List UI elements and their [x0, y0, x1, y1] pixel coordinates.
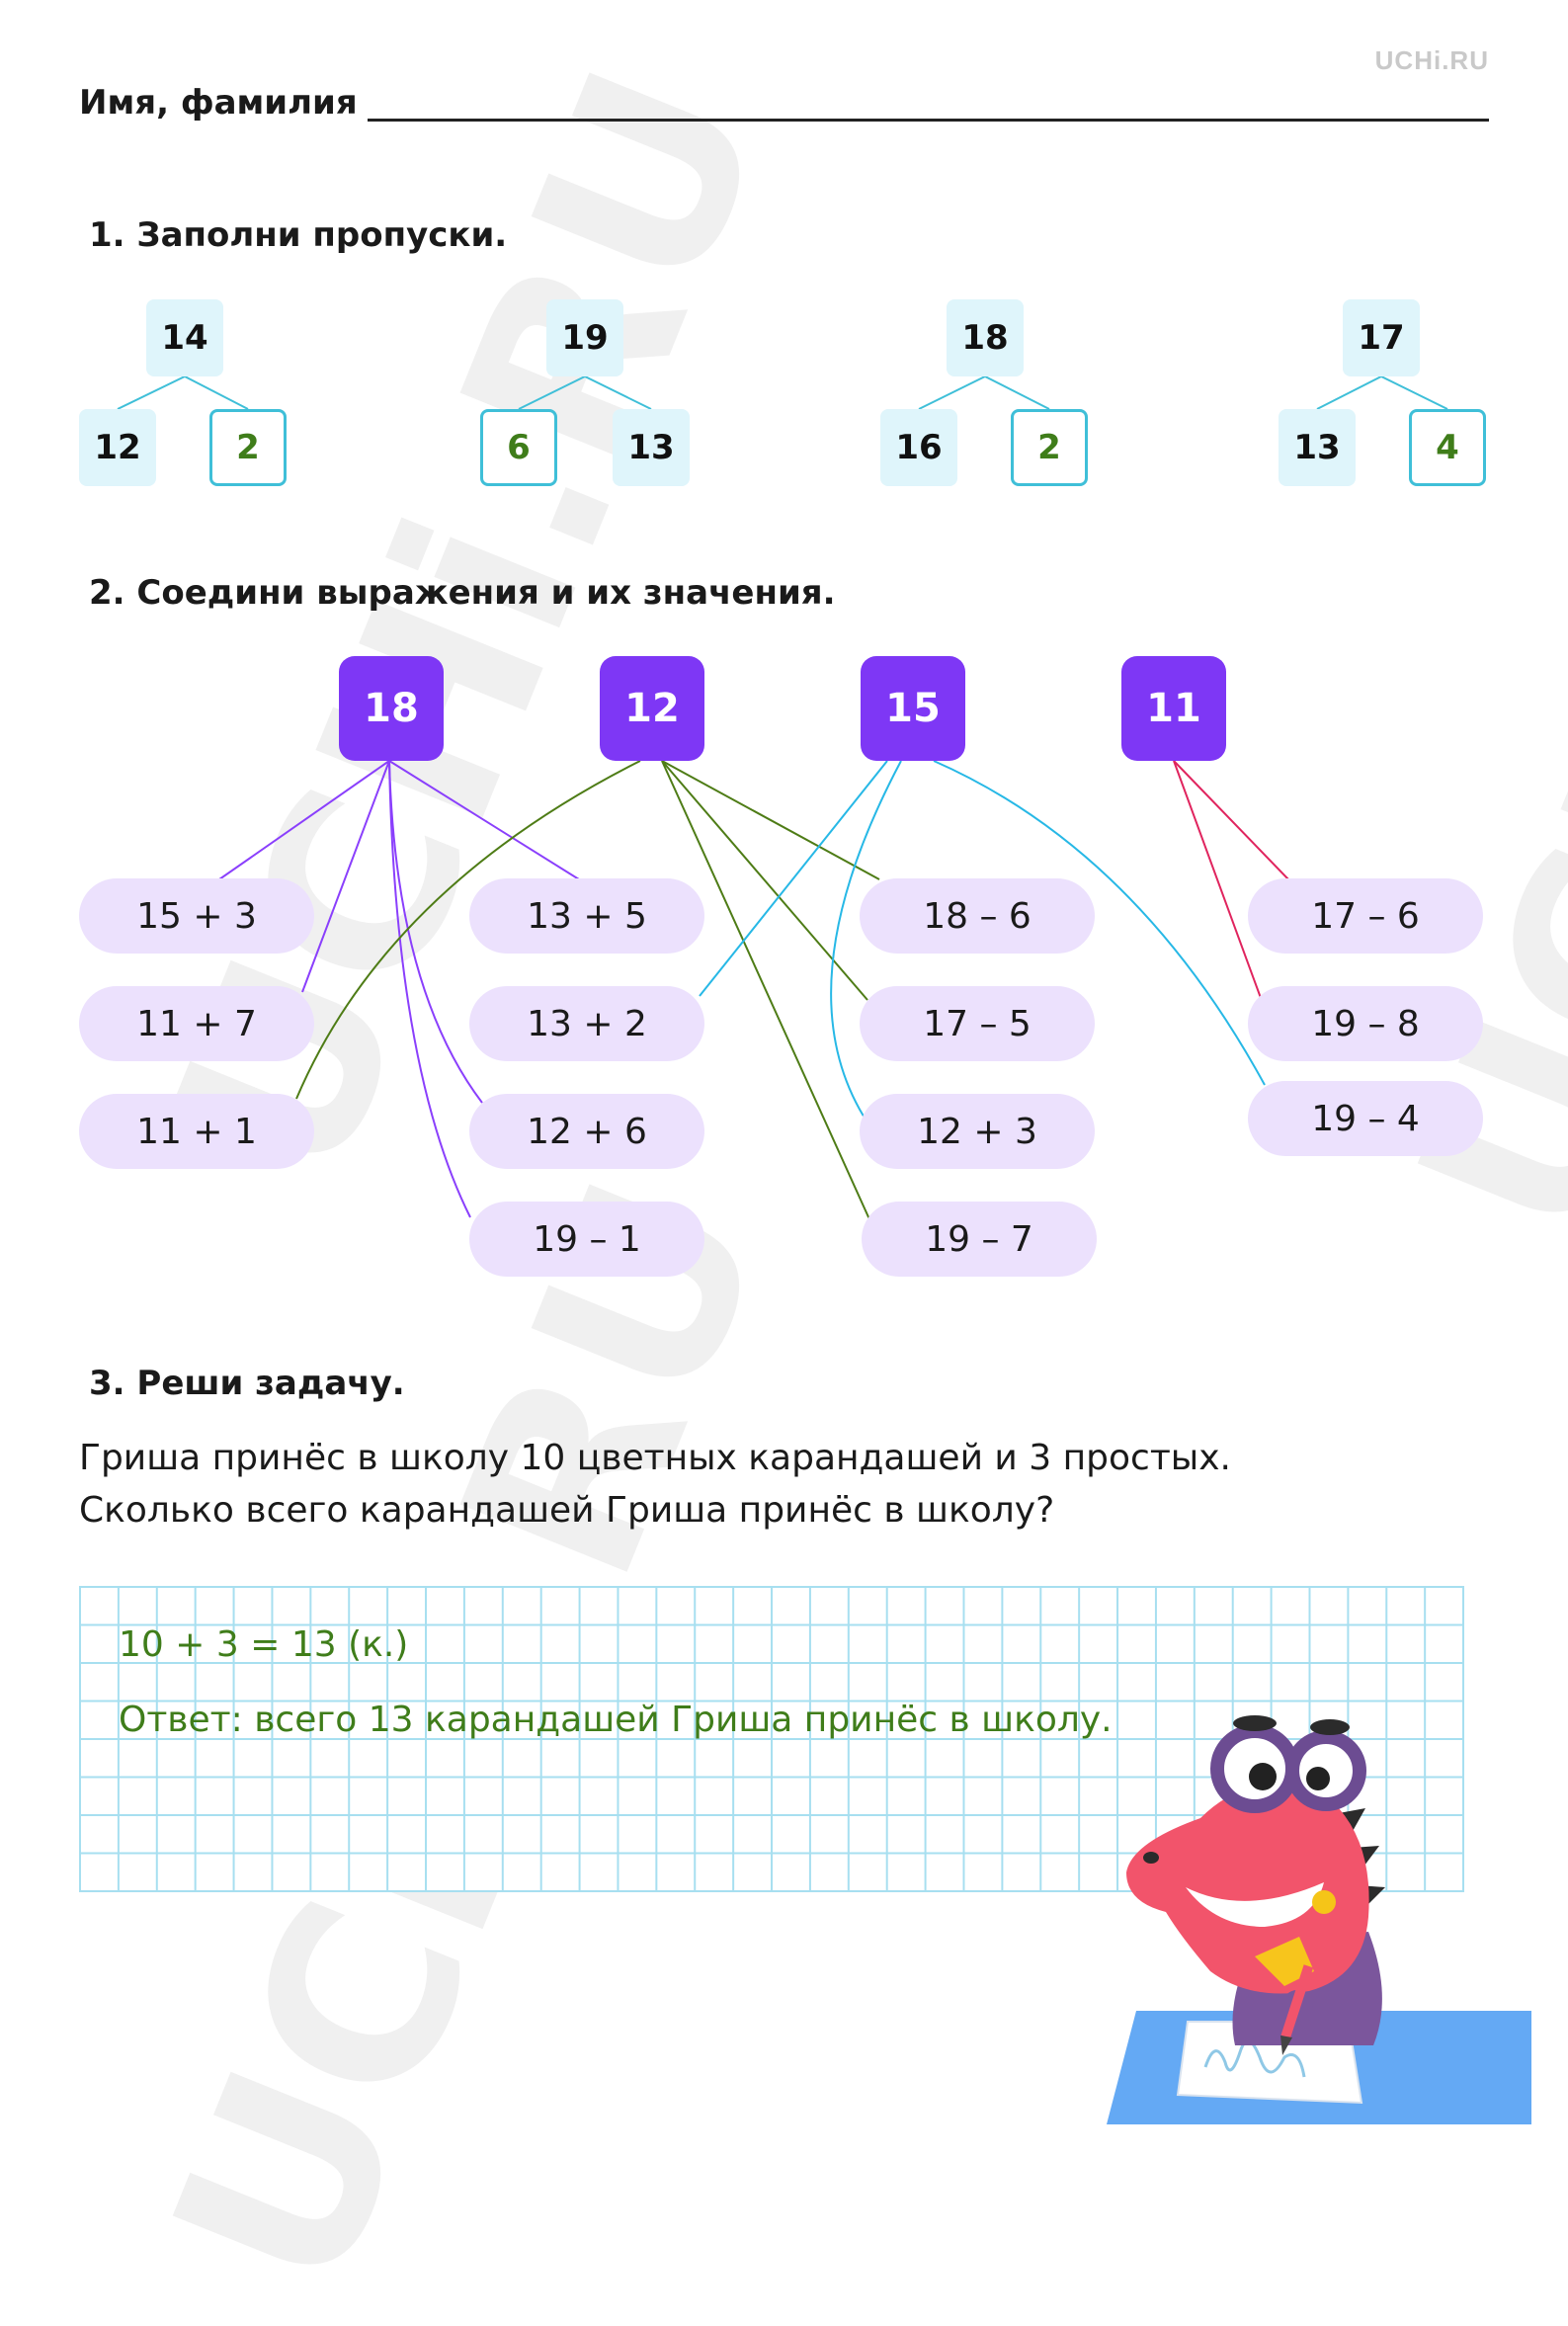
value-15[interactable]: 15 [861, 656, 965, 761]
name-input-line[interactable] [368, 119, 1489, 122]
expr-19minus8[interactable]: 19 – 8 [1248, 986, 1483, 1061]
tree-1-branch [117, 374, 249, 410]
task1-title: 1. Заполни пропуски. [89, 215, 508, 255]
tree-4-right-answer[interactable]: 4 [1409, 409, 1486, 486]
expr-13plus2[interactable]: 13 + 2 [469, 986, 704, 1061]
link-11-17minus6 [1173, 760, 1289, 880]
value-12[interactable]: 12 [600, 656, 704, 761]
value-11[interactable]: 11 [1121, 656, 1226, 761]
tree-1-right-answer[interactable]: 2 [209, 409, 287, 486]
link-18-11plus7 [301, 760, 390, 993]
expr-15plus3[interactable]: 15 + 3 [79, 878, 314, 954]
tree-3-top: 18 [947, 299, 1024, 376]
link-12-11plus1 [295, 760, 641, 1100]
tree-2-branch [518, 374, 652, 410]
link-12-17minus5 [661, 760, 868, 1001]
tree-1-left: 12 [79, 409, 156, 486]
tree-3-right-answer[interactable]: 2 [1011, 409, 1088, 486]
expr-17minus6[interactable]: 17 – 6 [1248, 878, 1483, 954]
task3-title: 3. Реши задачу. [89, 1364, 405, 1403]
task2-title: 2. Соедини выражения и их значения. [89, 573, 836, 613]
dino-mascot-illustration [1107, 1715, 1531, 2124]
expr-11plus7[interactable]: 11 + 7 [79, 986, 314, 1061]
uchi-logo: UCHi.RU [1374, 45, 1489, 75]
link-15-12plus3 [830, 760, 902, 1123]
tree-2-left-answer[interactable]: 6 [480, 409, 557, 486]
value-18[interactable]: 18 [339, 656, 444, 761]
expr-17minus5[interactable]: 17 – 5 [860, 986, 1095, 1061]
name-label: Имя, фамилия [79, 83, 358, 123]
expr-19minus1[interactable]: 19 – 1 [469, 1202, 704, 1277]
expr-13plus5[interactable]: 13 + 5 [469, 878, 704, 954]
link-15-13plus2 [699, 760, 888, 997]
link-12-19minus7 [661, 760, 870, 1220]
link-18-15plus3 [218, 760, 390, 880]
tree-2-right: 13 [613, 409, 690, 486]
link-11-19minus8 [1173, 760, 1262, 999]
link-15-19minus4 [933, 760, 1266, 1086]
tree-3-left: 16 [880, 409, 957, 486]
tree-2-top: 19 [546, 299, 623, 376]
expr-11plus1[interactable]: 11 + 1 [79, 1094, 314, 1169]
expr-18minus6[interactable]: 18 – 6 [860, 878, 1095, 954]
link-18-19minus1 [388, 760, 471, 1218]
connectors-layer [117, 374, 1448, 1220]
problem-line-2: Сколько всего карандашей Гриша принёс в … [79, 1490, 1055, 1531]
expr-12plus3[interactable]: 12 + 3 [860, 1094, 1095, 1169]
tree-4-branch [1316, 374, 1448, 410]
tree-1-top: 14 [146, 299, 223, 376]
problem-line-1: Гриша принёс в школу 10 цветных карандаш… [79, 1438, 1231, 1478]
tree-4-left: 13 [1279, 409, 1356, 486]
tree-4-top: 17 [1343, 299, 1420, 376]
link-18-12plus6 [388, 760, 483, 1104]
expr-19minus7[interactable]: 19 – 7 [862, 1202, 1097, 1277]
expr-19minus4[interactable]: 19 – 4 [1248, 1081, 1483, 1156]
link-18-13plus5 [388, 760, 580, 880]
tree-3-branch [918, 374, 1050, 410]
solution-text: 10 + 3 = 13 (к.) [119, 1624, 409, 1665]
answer-text: Ответ: всего 13 карандашей Гриша принёс … [119, 1700, 1113, 1740]
tree-branches [117, 374, 1448, 410]
link-12-18minus6 [661, 760, 880, 880]
expr-12plus6[interactable]: 12 + 6 [469, 1094, 704, 1169]
